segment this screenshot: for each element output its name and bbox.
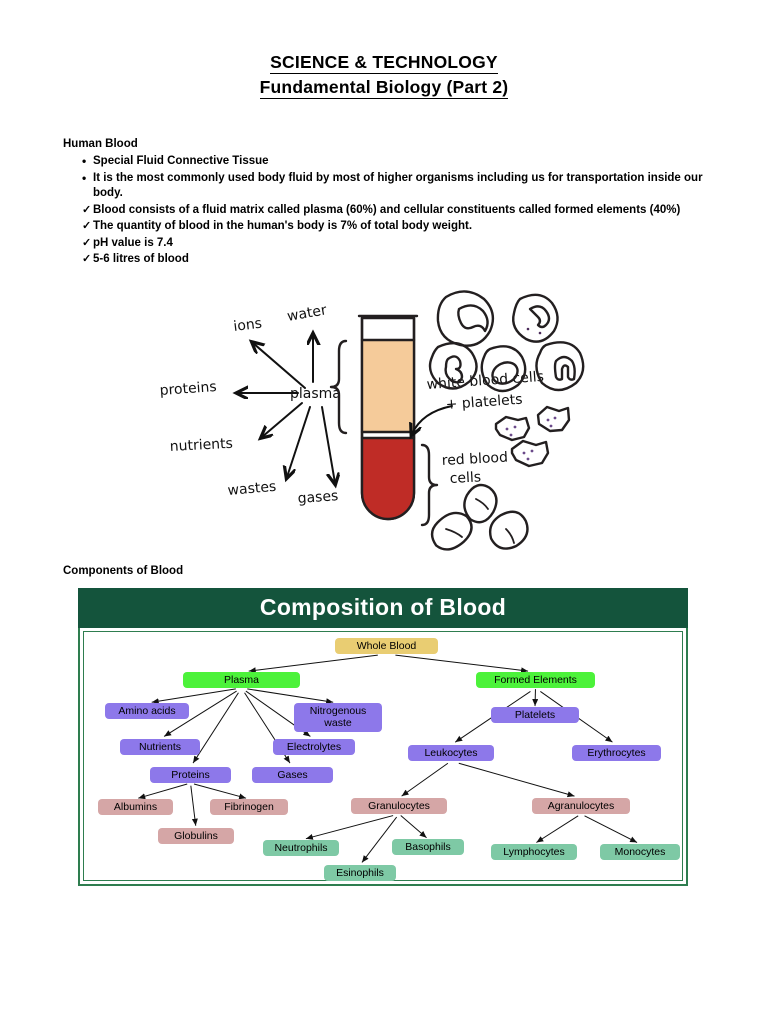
notes-bullet-text: pH value is 7.4 bbox=[93, 236, 173, 249]
notes-bullet-item: • It is the most commonly used body fluid… bbox=[63, 171, 723, 202]
flow-node-fibrinogen: Fibrinogen bbox=[210, 799, 288, 815]
flow-node-gases: Gases bbox=[252, 767, 333, 783]
notes-bullet-item: • Special Fluid Connective Tissue bbox=[63, 154, 723, 170]
label-wbc-platelets-line2: + platelets bbox=[445, 392, 523, 413]
flow-node-neutrophils: Neutrophils bbox=[263, 840, 339, 856]
label-plasma: plasma bbox=[290, 386, 341, 402]
flow-edge-proteins-to-albumins bbox=[138, 783, 188, 800]
flow-node-nutrients: Nutrients bbox=[120, 739, 200, 755]
notes-heading: Human Blood bbox=[63, 138, 138, 150]
wbc-purple-2 bbox=[512, 293, 559, 343]
flow-node-whole-blood: Whole Blood bbox=[335, 638, 438, 654]
notes-bullet-text: The quantity of blood in the human's bod… bbox=[93, 220, 473, 232]
notes-bullet-list: • Special Fluid Connective Tissue • It is t… bbox=[63, 154, 723, 268]
flow-node-albumins: Albumins bbox=[98, 799, 173, 815]
notes-bullet-item: ✓pH value is 7.4 bbox=[63, 236, 723, 252]
check-icon: ✓ bbox=[82, 253, 92, 265]
wbc-pink-1 bbox=[428, 341, 478, 390]
flow-edge-granulocytes-to-esinophils bbox=[361, 816, 398, 863]
flow-edge-proteins-to-globulins bbox=[190, 785, 198, 826]
flow-node-plasma: Plasma bbox=[183, 672, 300, 688]
flow-edge-proteins-to-fibrinogen bbox=[193, 783, 247, 800]
label-ions: ions bbox=[233, 316, 263, 335]
blood-illustration: .hd-label{font-family:"DejaVu Sans", san… bbox=[150, 285, 620, 565]
check-icon: ✓ bbox=[82, 203, 92, 216]
platelet-group bbox=[494, 405, 571, 468]
flow-node-erythrocytes: Erythrocytes bbox=[572, 745, 661, 761]
components-of-blood-heading: Components of Blood bbox=[63, 565, 184, 577]
check-icon: ✓ bbox=[82, 220, 92, 232]
flow-node-leukocytes: Leukocytes bbox=[408, 745, 494, 761]
notes-bullet-item: ✓Blood consists of a fluid matrix called… bbox=[63, 203, 723, 219]
title-line-1: SCIENCE & TECHNOLOGY bbox=[0, 50, 768, 75]
bullet-dot-icon: • bbox=[82, 154, 87, 168]
title-line-2-text: Fundamental Biology (Part 2) bbox=[259, 77, 509, 99]
flow-node-proteins: Proteins bbox=[150, 767, 231, 783]
notes-bullet-text: Blood consists of a fluid matrix called … bbox=[93, 203, 681, 216]
label-gases: gases bbox=[297, 488, 339, 507]
notes-bullet-text: It is the most commonly used body fluid … bbox=[93, 171, 703, 200]
wbc-purple-1 bbox=[436, 290, 495, 347]
bullet-dot-icon: • bbox=[82, 170, 87, 185]
label-wastes: wastes bbox=[227, 479, 277, 499]
flow-node-nitrogenous: Nitrogenous waste bbox=[294, 703, 382, 732]
check-icon: ✓ bbox=[82, 236, 92, 249]
flow-edge-agranulocytes-to-monocytes bbox=[584, 815, 638, 843]
title-line-2: Fundamental Biology (Part 2) bbox=[0, 75, 768, 100]
document-title: SCIENCE & TECHNOLOGY Fundamental Biology… bbox=[0, 0, 768, 100]
flow-node-amino-acids: Amino acids bbox=[105, 703, 189, 719]
flow-node-electrolytes: Electrolytes bbox=[273, 739, 355, 755]
red-blood-cell-group bbox=[430, 483, 529, 551]
flow-edge-whole-blood-to-formed bbox=[395, 654, 529, 674]
wbc-teal bbox=[480, 345, 527, 393]
flow-node-globulins: Globulins bbox=[158, 828, 234, 844]
flow-node-agranulocytes: Agranulocytes bbox=[532, 798, 630, 814]
rbc-brace bbox=[420, 443, 439, 527]
notes-bullet-item: ✓The quantity of blood in the human's bo… bbox=[63, 219, 723, 235]
flow-node-platelets: Platelets bbox=[491, 707, 579, 723]
flow-edge-granulocytes-to-neutrophils bbox=[305, 815, 394, 840]
flow-edge-plasma-to-nitrogenous bbox=[247, 688, 334, 705]
flow-node-granulocytes: Granulocytes bbox=[351, 798, 447, 814]
label-nutrients: nutrients bbox=[169, 436, 233, 455]
flow-node-esinophils: Esinophils bbox=[324, 865, 396, 881]
flow-node-monocytes: Monocytes bbox=[600, 844, 680, 860]
flow-edge-whole-blood-to-plasma bbox=[248, 654, 378, 674]
title-line-1-text: SCIENCE & TECHNOLOGY bbox=[270, 52, 498, 74]
plasma-brace bbox=[329, 339, 348, 435]
figure-title: Composition of Blood bbox=[78, 588, 688, 628]
label-proteins: proteins bbox=[159, 379, 217, 399]
flow-node-lymphocytes: Lymphocytes bbox=[491, 844, 577, 860]
flow-edge-agranulocytes-to-lymphocytes bbox=[536, 815, 579, 843]
flow-edge-plasma-to-amino-acids bbox=[151, 688, 236, 705]
plasma-radial-arrows bbox=[238, 335, 335, 483]
label-water: water bbox=[286, 302, 328, 325]
notes-bullet-text: Special Fluid Connective Tissue bbox=[93, 155, 269, 167]
wbc-pink-2 bbox=[535, 341, 585, 392]
label-rbc-line1: red blood bbox=[441, 450, 508, 469]
flow-edge-plasma-to-proteins bbox=[192, 692, 239, 764]
flow-edge-leukocytes-to-granulocytes bbox=[401, 762, 449, 797]
human-blood-notes: Human Blood • Special Fluid Connective Ti… bbox=[63, 138, 723, 269]
label-rbc-line2: cells bbox=[449, 469, 481, 487]
blood-test-tube bbox=[357, 314, 419, 521]
notes-bullet-text: 5-6 litres of blood bbox=[93, 253, 189, 265]
flow-node-basophils: Basophils bbox=[392, 839, 464, 855]
flow-edge-leukocytes-to-agranulocytes bbox=[458, 762, 575, 798]
white-blood-cell-group bbox=[428, 290, 585, 393]
flow-edge-granulocytes-to-basophils bbox=[400, 815, 427, 839]
notes-bullet-item: ✓5-6 litres of blood bbox=[63, 252, 723, 268]
flow-node-formed: Formed Elements bbox=[476, 672, 595, 688]
flow-edge-plasma-to-nutrients bbox=[163, 690, 237, 737]
